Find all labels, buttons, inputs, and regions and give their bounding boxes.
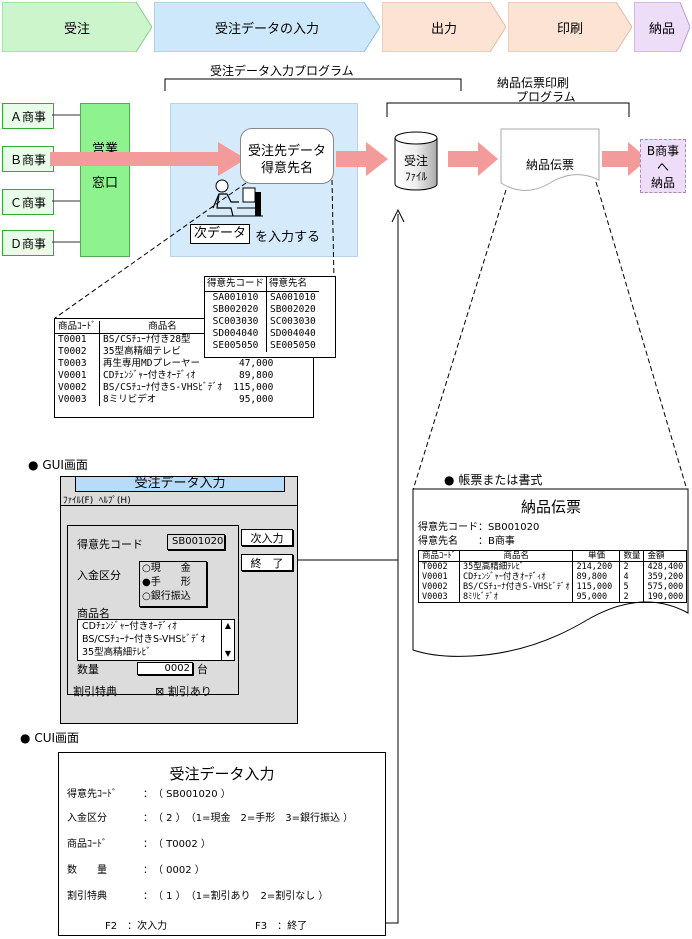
end-button[interactable]: 終 了 <box>241 554 293 571</box>
input-program-bracket <box>164 78 462 91</box>
gui-section-label: ● GUI画面 <box>28 458 88 472</box>
arrow-file-to-slip <box>448 142 498 176</box>
delivery-box: B商事 へ 納品 <box>640 139 686 193</box>
cui-f3-key[interactable]: F3 ：終了 <box>255 921 308 932</box>
slip-customer-code: 得意先コード：SB001020 <box>418 522 540 533</box>
next-data-key: 次データ <box>190 224 251 244</box>
slip-title: 納品伝票 <box>520 498 581 516</box>
cui-window: 受注データ入力 得意先ｺｰﾄﾞ： （ SB001020 ） 入金区分： （ 2 … <box>58 752 386 936</box>
cui-section-label: ● CUI画面 <box>20 731 80 745</box>
step-print: 印刷 <box>508 2 632 52</box>
print-program-label-1: 納品伝票印刷 <box>497 76 570 90</box>
discount-checkbox[interactable]: ⊠ 割引あり <box>155 685 212 698</box>
company-a: Ａ商事 <box>2 103 54 129</box>
radio-empty-icon: ○ <box>142 591 151 602</box>
payment-radio-bank[interactable]: ○銀行振込 <box>142 591 191 602</box>
order-file-label-1: 受注 <box>403 154 428 168</box>
gui-separator <box>61 505 297 506</box>
company-connectors <box>52 114 80 243</box>
sales-counter: 営業 窓口 <box>80 103 130 257</box>
cui-row-quantity[interactable]: 数 量： （ 0002 ） <box>67 865 205 876</box>
payment-radio-bill[interactable]: ●手 形 <box>142 577 191 588</box>
bullet-icon: ● <box>444 473 455 487</box>
cui-row-product-code[interactable]: 商品ｺｰﾄﾞ： （ T0002 ） <box>67 839 211 850</box>
step-order: 受注 <box>2 2 152 52</box>
cui-title: 受注データ入力 <box>169 765 275 783</box>
scroll-down-icon[interactable]: ▼ <box>224 649 232 658</box>
input-program-label: 受注データ入力プログラム <box>210 64 354 78</box>
scroll-up-icon[interactable]: ▲ <box>224 621 232 630</box>
print-program-label-2: プログラム <box>516 90 576 104</box>
operator-pc-icon <box>207 179 263 217</box>
quantity-field[interactable]: 0002 <box>137 662 193 675</box>
cui-f2-key[interactable]: F2 ：次入力 <box>105 921 168 932</box>
slip-customer-name: 得意先名 ：B商事 <box>418 536 515 547</box>
bullet-icon: ● <box>28 458 39 472</box>
customer-code-field[interactable]: SB001020 <box>167 534 225 550</box>
order-file-label-2: ﾌｧｲﾙ <box>405 170 427 183</box>
slip-doc-icon <box>500 128 600 191</box>
order-file-icon <box>394 131 438 191</box>
slip-doc-label: 納品伝票 <box>525 158 574 172</box>
listbox-scrollbar[interactable]: ▲ ▼ <box>221 620 234 660</box>
slip-section-label: ● 帳票または書式 <box>444 473 543 487</box>
payment-radio-cash[interactable]: ○現 金 <box>142 563 191 574</box>
arrow-slip-to-delivery <box>602 142 648 176</box>
gui-title-bar: 受注データ入力 <box>75 476 285 492</box>
gui-menu-bar[interactable]: ﾌｧｲﾙ(F) ﾍﾙﾌﾟ(H) <box>63 496 131 506</box>
next-input-button[interactable]: 次入力 <box>241 529 293 546</box>
arrow-input-to-file <box>336 142 388 176</box>
print-program-bracket <box>386 102 630 117</box>
company-c: Ｃ商事 <box>2 189 54 215</box>
arrow-counter-to-input <box>50 142 246 176</box>
step-output: 出力 <box>382 2 506 52</box>
payment-radio-group: ○現 金 ●手 形 ○銀行振込 <box>139 561 207 607</box>
gui-panel <box>67 525 239 695</box>
checkbox-checked-icon: ⊠ <box>155 685 165 698</box>
cui-row-discount[interactable]: 割引特典： （ 1 ） （1=割引あり 2=割引なし ） <box>67 891 329 902</box>
radio-selected-icon: ● <box>142 577 151 588</box>
product-listbox[interactable]: CDﾁｪﾝｼﾞｬｰ付きｵｰﾃﾞｨｵ BS/CSﾁｭｰﾅｰ付きS-VHSﾋﾞﾃﾞｵ… <box>77 619 235 661</box>
step-order-input: 受注データの入力 <box>154 2 380 52</box>
input-bubble: 受注先データ 得意先名 <box>240 128 334 184</box>
cui-row-payment[interactable]: 入金区分： （ 2 ） （1=現金 2=手形 3=銀行振込 ） <box>67 813 354 824</box>
input-instruction: を入力する <box>255 230 321 245</box>
bullet-icon: ● <box>20 731 31 745</box>
company-d: Ｄ商事 <box>2 230 54 256</box>
cui-row-customer-code[interactable]: 得意先ｺｰﾄﾞ： （ SB001020 ） <box>67 789 231 800</box>
company-b: Ｂ商事 <box>2 146 54 172</box>
radio-empty-icon: ○ <box>142 563 151 574</box>
step-delivery: 納品 <box>634 2 690 52</box>
gui-window: 受注データ入力 ﾌｧｲﾙ(F) ﾍﾙﾌﾟ(H) 得意先コード SB001020 … <box>60 476 298 724</box>
